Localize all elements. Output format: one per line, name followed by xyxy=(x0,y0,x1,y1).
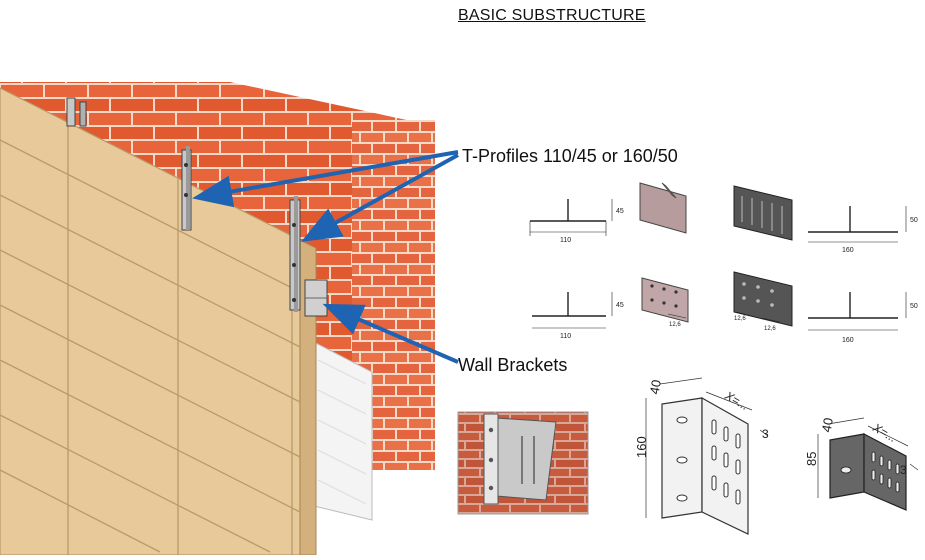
profile-160-width-label-2: 160 xyxy=(842,337,854,344)
profile-160-holed-3d xyxy=(733,271,793,327)
profile-110-width-label-2: 110 xyxy=(560,333,571,340)
bracket-small-thickness-label: 3 xyxy=(900,463,907,477)
profile-160-width-label-1: 160 xyxy=(842,247,854,254)
bracket-small-depth-label: 40 xyxy=(819,417,836,434)
profile-160-height-label-2: 50 xyxy=(910,303,918,310)
insulation-texture xyxy=(317,359,367,505)
profile-110-width-label-1: 110 xyxy=(560,237,571,244)
wall-brackets-label: Wall Brackets xyxy=(458,355,568,375)
bracket-large-thickness-label: 3 xyxy=(762,427,769,441)
profile-160-section-2 xyxy=(808,292,907,331)
t-profiles-label: T-Profiles 110/45 or 160/50 xyxy=(462,146,678,166)
insulation-layer xyxy=(309,339,373,521)
profile-110-section-2 xyxy=(532,292,613,329)
profile-160-slotted-3d xyxy=(733,185,793,241)
bracket-large-height-label: 160 xyxy=(634,436,649,458)
brick-wall-side xyxy=(352,120,435,470)
profile-110-height-label-2: 45 xyxy=(616,302,624,309)
bracket-large-depth-label: 40 xyxy=(647,379,664,396)
bracket-large-dimensions xyxy=(645,377,769,518)
t-profile-top xyxy=(66,97,87,127)
profile-110-hole-spacing-label: 12,6 xyxy=(669,322,681,328)
diagram-title: BASIC SUBSTRUCTURE xyxy=(458,7,646,24)
cladding-joints xyxy=(0,122,301,555)
bracket-small-dimensions xyxy=(817,417,919,498)
profile-160-height-label-1: 50 xyxy=(910,217,918,224)
bracket-large-length-label: X=... xyxy=(722,388,752,413)
profile-160-hole-spacing-label-a: 12,6 xyxy=(734,316,746,322)
t-profile-right xyxy=(289,196,301,312)
bracket-large-slots xyxy=(676,416,741,505)
profile-160-section-1 xyxy=(808,206,907,243)
wall-brackets-arrow xyxy=(322,303,459,364)
bracket-small-slots xyxy=(840,451,900,493)
t-profile-left xyxy=(181,146,192,231)
profile-110-holed-3d xyxy=(641,277,689,323)
profile-110-section-1 xyxy=(529,199,613,236)
profile-160-hole-spacing-label-b: 12,6 xyxy=(764,326,776,332)
bracket-small-height-label: 85 xyxy=(804,452,819,466)
bracket-large-drawing xyxy=(661,396,749,535)
wall-bracket-in-wall xyxy=(304,279,328,317)
profile-110-plain-3d xyxy=(639,182,687,234)
profile-110-height-label-1: 45 xyxy=(616,208,624,215)
t-profiles-arrows xyxy=(192,150,459,242)
bracket-photo xyxy=(457,411,589,515)
